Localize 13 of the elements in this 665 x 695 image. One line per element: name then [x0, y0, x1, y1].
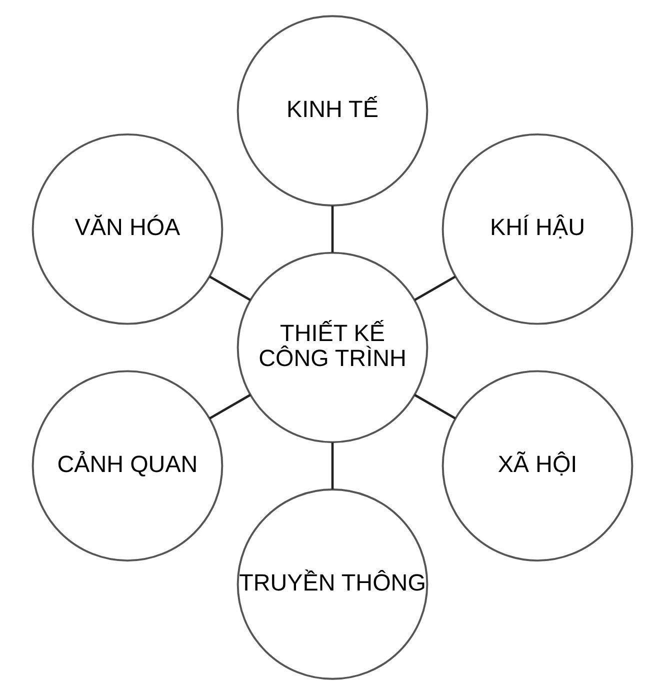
connector [331, 206, 334, 253]
connector [414, 276, 456, 302]
connector [414, 394, 456, 420]
node-circle: XÃ HỘI [442, 370, 634, 562]
connector [209, 276, 251, 302]
connector [331, 442, 334, 490]
node-circle: KINH TẾ [236, 15, 428, 206]
node-circle: KHÍ HẬU [442, 133, 634, 325]
node-circle: CẢNH QUAN [32, 370, 224, 562]
node-circle: THIẾT KẾ CÔNG TRÌNH [236, 252, 428, 444]
node-circle: VĂN HÓA [32, 133, 224, 325]
node-circle: TRUYỀN THÔNG [236, 488, 428, 680]
connector [209, 394, 251, 420]
